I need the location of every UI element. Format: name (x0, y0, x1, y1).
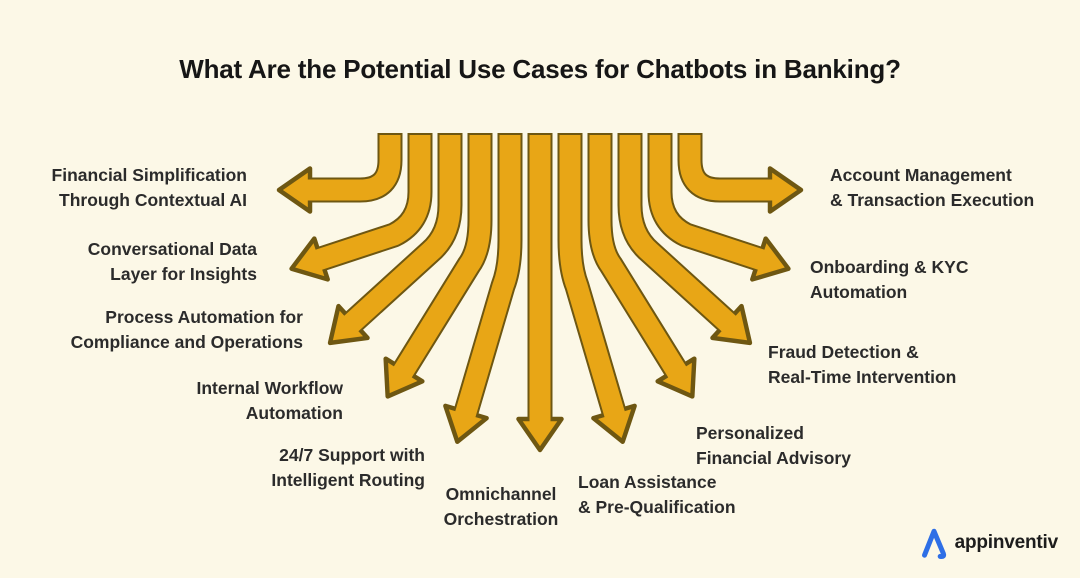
use-case-text-line: Personalized (696, 423, 804, 443)
use-case-text-line: Layer for Insights (110, 264, 257, 284)
use-case-text-line: & Pre-Qualification (578, 497, 736, 517)
use-case-fraud-detection: Fraud Detection & Real-Time Intervention (768, 340, 956, 390)
use-case-24-7-support: 24/7 Support with Intelligent Routing (271, 443, 425, 493)
arrow-support-24-7 (443, 133, 523, 444)
use-case-text-line: Financial Simplification (51, 165, 247, 185)
use-case-process-automation: Process Automation for Compliance and Op… (71, 305, 303, 355)
use-case-text-line: Conversational Data (87, 239, 257, 259)
appinventiv-logo: appinventiv (918, 524, 1058, 562)
use-case-text-line: Real-Time Intervention (768, 367, 957, 387)
use-case-text-line: Orchestration (443, 509, 559, 529)
use-case-omnichannel: Omnichannel Orchestration (400, 482, 602, 532)
arrow-fraud-detection (617, 133, 753, 346)
use-case-text-line: Process Automation for (105, 307, 303, 327)
use-case-text-line: Intelligent Routing (271, 470, 425, 490)
use-case-text-line: Onboarding & KYC (810, 257, 969, 277)
arrow-internal-workflow (383, 133, 493, 399)
appinventiv-logo-icon (921, 528, 946, 560)
use-case-text-line: Omnichannel (445, 484, 557, 504)
page-title: What Are the Potential Use Cases for Cha… (179, 54, 901, 84)
appinventiv-logo-text: appinventiv (954, 532, 1059, 553)
use-case-text-line: 24/7 Support with (279, 445, 425, 465)
use-case-account-management: Account Management & Transaction Executi… (830, 163, 1034, 213)
arrow-conversational-data (289, 133, 433, 282)
use-case-internal-workflow: Internal Workflow Automation (197, 376, 344, 426)
arrow-process-automation (327, 133, 463, 346)
arrow-loan-assistance (557, 133, 637, 444)
use-case-financial-simplification: Financial Simplification Through Context… (52, 163, 247, 213)
arrow-account-management (677, 133, 804, 214)
use-case-text-line: Fraud Detection & (768, 342, 919, 362)
use-case-text-line: & Transaction Execution (830, 190, 1035, 210)
use-case-text-line: Automation (245, 403, 343, 423)
use-case-loan-assistance: Loan Assistance & Pre-Qualification (578, 470, 736, 520)
arrow-onboarding-kyc (647, 133, 791, 282)
use-case-text-line: Through Contextual AI (59, 190, 247, 210)
use-case-text-line: Account Management (830, 165, 1012, 185)
use-case-text-line: Financial Advisory (696, 448, 851, 468)
use-case-text-line: Compliance and Operations (70, 332, 303, 352)
use-case-personalized-advisory: Personalized Financial Advisory (696, 421, 851, 471)
use-case-conversational-data: Conversational Data Layer for Insights (88, 237, 257, 287)
arrow-personalized-advisory (587, 133, 697, 399)
use-case-onboarding-kyc: Onboarding & KYC Automation (810, 255, 968, 305)
use-case-text-line: Automation (810, 282, 908, 302)
arrow-omnichannel (516, 133, 564, 453)
arrow-financial-simplification (276, 133, 403, 214)
use-case-text-line: Internal Workflow (196, 378, 344, 398)
use-case-text-line: Loan Assistance (578, 472, 717, 492)
